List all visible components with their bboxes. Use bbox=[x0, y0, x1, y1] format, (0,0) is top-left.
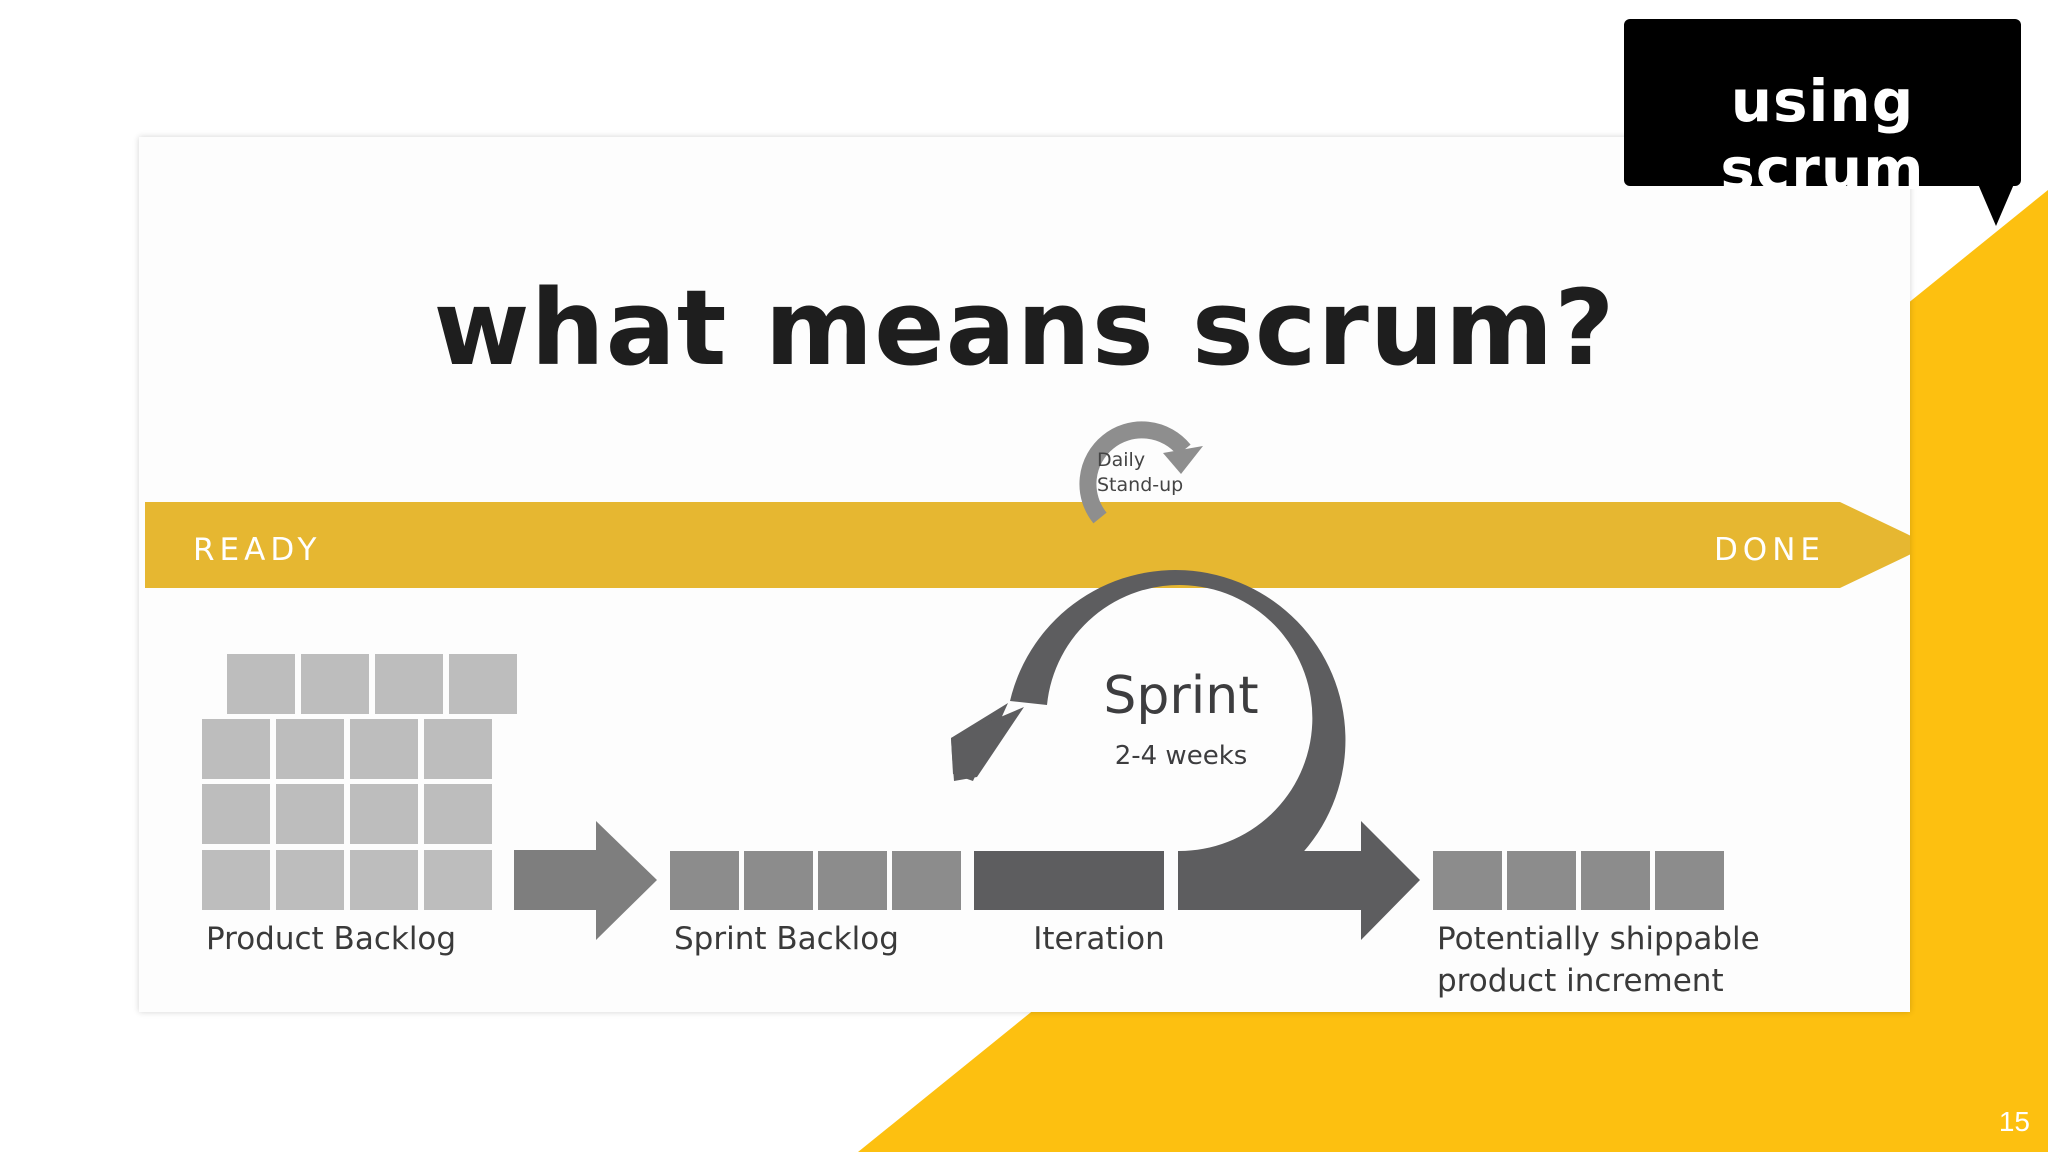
section-tag-pointer bbox=[1978, 184, 2014, 226]
section-tag: using scrum bbox=[1624, 19, 2021, 203]
scrum-diagram: READY DONE Daily Stand-up bbox=[145, 421, 1910, 999]
sprint-backlog-blocks bbox=[670, 851, 961, 910]
sprint-label: Sprint bbox=[1103, 666, 1258, 726]
label-iteration: Iteration bbox=[1033, 921, 1165, 957]
section-tag-label: using scrum bbox=[1720, 67, 1925, 203]
ready-done-band bbox=[145, 502, 1910, 588]
sprint-cycle-arrowhead-tip bbox=[951, 707, 1024, 781]
band-label-done: DONE bbox=[1714, 532, 1825, 568]
label-increment-line1: Potentially shippable bbox=[1437, 921, 1760, 957]
arrow-to-increment bbox=[1178, 821, 1420, 940]
label-product-backlog: Product Backlog bbox=[206, 921, 456, 957]
slide-card: what means scrum? READY DONE Daily Stand… bbox=[139, 137, 1910, 1012]
page-number: 15 bbox=[1998, 1106, 2030, 1137]
iteration-bar bbox=[974, 851, 1164, 910]
sprint-duration: 2-4 weeks bbox=[1115, 741, 1248, 771]
daily-standup-arrowhead bbox=[1163, 446, 1203, 474]
product-backlog-blocks bbox=[202, 654, 517, 910]
label-increment-line2: product increment bbox=[1437, 963, 1724, 999]
daily-label: Daily bbox=[1097, 449, 1145, 471]
label-sprint-backlog: Sprint Backlog bbox=[674, 921, 899, 957]
sprint-cycle-ring bbox=[1010, 570, 1346, 910]
daily-standup-loop bbox=[1079, 421, 1191, 524]
band-label-ready: READY bbox=[193, 532, 321, 568]
slide-title: what means scrum? bbox=[433, 267, 1616, 389]
arrow-to-sprint-backlog bbox=[514, 821, 657, 940]
standup-label: Stand-up bbox=[1097, 474, 1183, 496]
increment-blocks bbox=[1433, 851, 1724, 910]
